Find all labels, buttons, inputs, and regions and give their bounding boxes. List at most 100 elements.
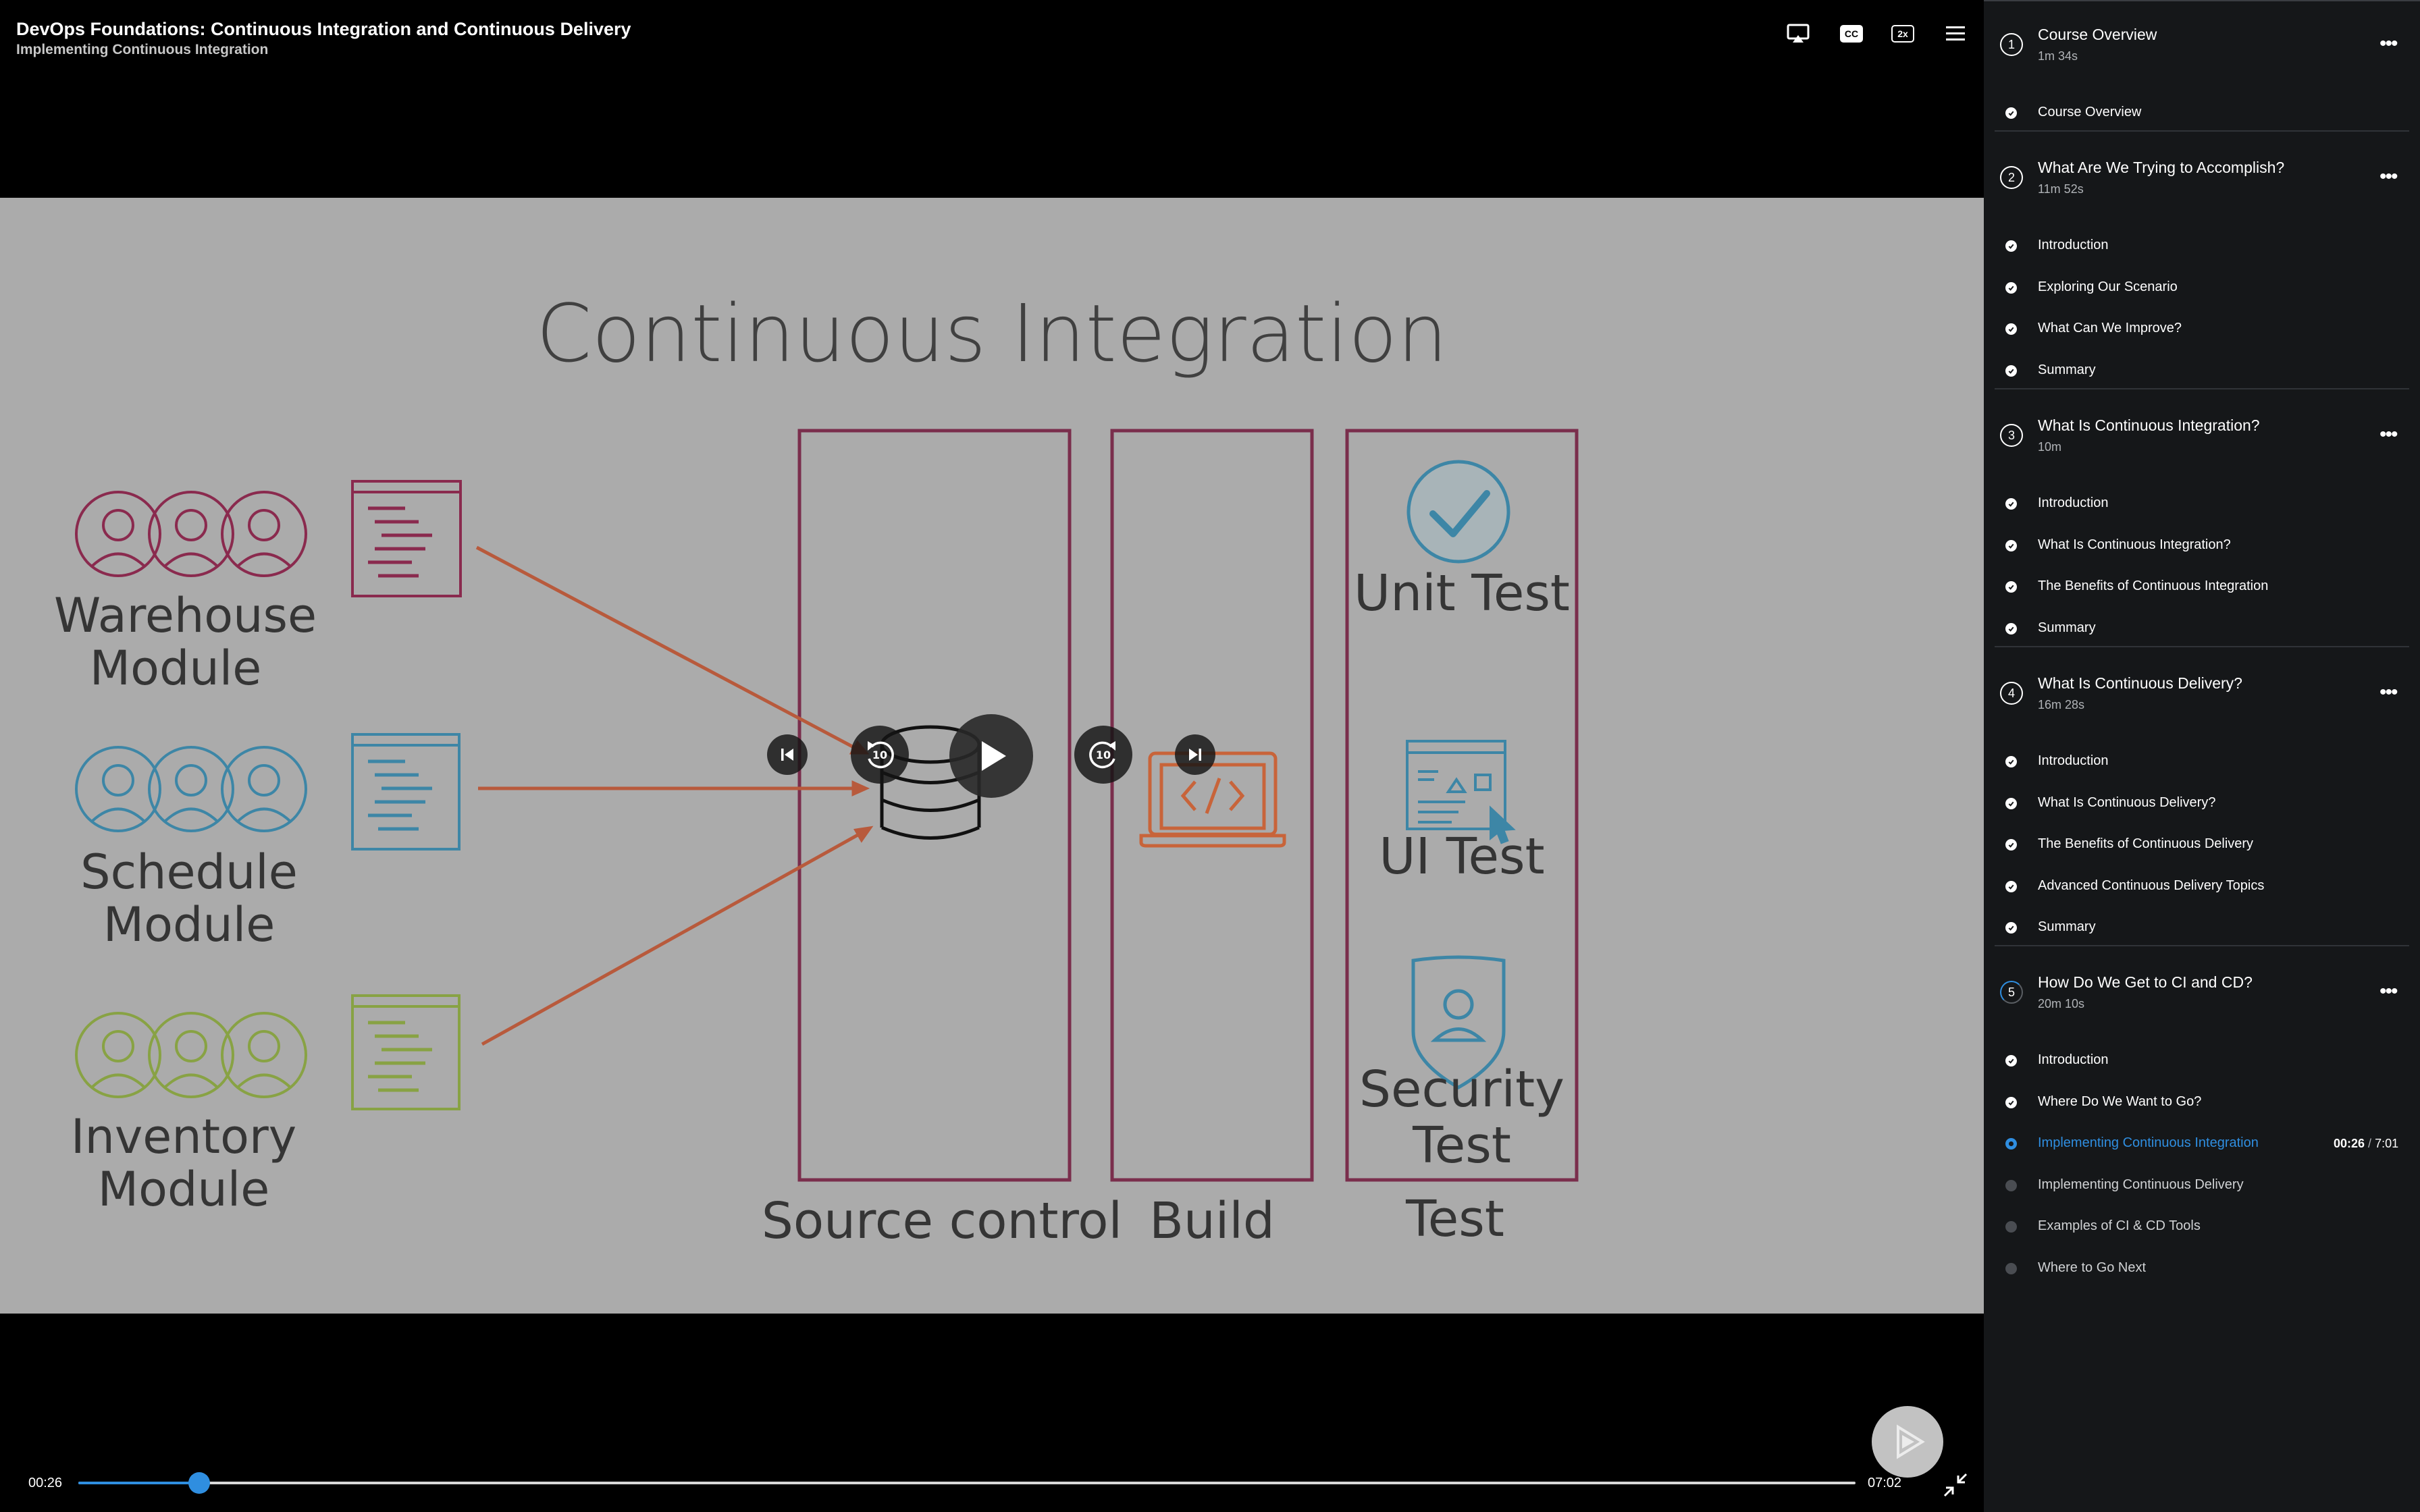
unit-test-label: Unit Test [1354, 564, 1570, 622]
module-more-options-icon[interactable]: ••• [2379, 32, 2398, 55]
slide-diagram [75, 429, 1579, 1182]
clip-title: Introduction [2038, 238, 2109, 252]
seek-bar-thumb[interactable] [188, 1472, 210, 1494]
clip-item[interactable]: Introduction [1984, 1046, 2420, 1073]
completed-check-icon [2005, 498, 2017, 510]
clip-item[interactable]: Introduction [1984, 747, 2420, 774]
seek-bar[interactable] [78, 1472, 1856, 1494]
completed-check-icon [2005, 797, 2017, 809]
completed-check-icon [2005, 756, 2017, 767]
completed-check-icon [2005, 240, 2017, 252]
module-number-badge: 1 [2000, 33, 2023, 56]
play-button[interactable] [949, 714, 1033, 798]
clip-item[interactable]: What Can We Improve? [1984, 315, 2420, 342]
clip-title: The Benefits of Continuous Delivery [2038, 836, 2254, 851]
test-label: Test [1406, 1190, 1504, 1248]
menu-icon[interactable] [1941, 19, 1970, 49]
module-more-options-icon[interactable]: ••• [2379, 423, 2398, 446]
arrows [475, 545, 874, 1046]
clip-item[interactable]: Implementing Continuous Integration 00:26… [1984, 1129, 2420, 1156]
clip-item[interactable]: Examples of CI & CD Tools [1984, 1212, 2420, 1239]
clip-item[interactable]: What Is Continuous Integration? [1984, 531, 2420, 558]
clip-title: Summary [2038, 620, 2096, 635]
clip-item[interactable]: Exploring Our Scenario [1984, 273, 2420, 300]
completed-check-icon [2005, 364, 2017, 377]
clip-title: Where Do We Want to Go? [2038, 1094, 2202, 1109]
module-title: Course Overview [2038, 26, 2157, 43]
warehouse-team-icon [75, 491, 307, 577]
ui-test-label: UI Test [1379, 828, 1545, 886]
skip-next-icon [1189, 749, 1201, 761]
module-title: What Is Continuous Integration? [2038, 416, 2260, 434]
clip-title: The Benefits of Continuous Integration [2038, 578, 2269, 593]
forward-10-button[interactable]: 10 [1074, 726, 1132, 784]
slide-title: Continuous Integration [535, 287, 1448, 380]
clip-item[interactable]: Where to Go Next [1984, 1254, 2420, 1281]
schedule-team-icon [75, 746, 307, 832]
svg-text:10: 10 [872, 749, 887, 761]
laptop-code-icon [1139, 751, 1286, 848]
build-frame [1110, 429, 1314, 1182]
previous-clip-button[interactable] [767, 734, 808, 775]
rewind-10-button[interactable]: 10 [851, 726, 909, 784]
module-divider [1995, 945, 2409, 946]
exit-fullscreen-icon[interactable] [1942, 1472, 1969, 1498]
schedule-code-icon [351, 733, 461, 850]
module-duration: 10m [2038, 440, 2062, 454]
clip-item[interactable]: Summary [1984, 614, 2420, 641]
clip-item[interactable]: The Benefits of Continuous Delivery [1984, 830, 2420, 857]
module-divider [1995, 388, 2409, 389]
clip-progress-time: 00:26 / 7:01 [2334, 1137, 2399, 1150]
module-duration: 16m 28s [2038, 698, 2085, 711]
airplay-icon[interactable] [1783, 19, 1813, 49]
security-shield-icon [1411, 955, 1506, 1089]
unwatched-clip-icon [2005, 1221, 2017, 1233]
completed-check-icon [2005, 880, 2017, 892]
clip-item[interactable]: Introduction [1984, 489, 2420, 516]
closed-captions-icon[interactable]: CC [1840, 25, 1863, 43]
clip-title: Implementing Continuous Delivery [2038, 1177, 2244, 1192]
clip-item[interactable]: Introduction [1984, 232, 2420, 259]
completed-check-icon [2005, 922, 2017, 934]
clip-title: Introduction [2038, 1052, 2109, 1067]
fast-forward-icon: 10 [1089, 741, 1115, 769]
clip-title: Implementing Continuous Integration [2038, 1135, 2259, 1150]
module-more-options-icon[interactable]: ••• [2379, 681, 2398, 703]
completed-check-icon [2005, 539, 2017, 551]
clip-item[interactable]: Course Overview [1984, 99, 2420, 126]
module-duration: 1m 34s [2038, 49, 2078, 63]
module-title: How Do We Get to CI and CD? [2038, 973, 2253, 991]
module-more-options-icon[interactable]: ••• [2379, 165, 2398, 188]
completed-check-icon [2005, 839, 2017, 850]
module-title: What Are We Trying to Accomplish? [2038, 159, 2285, 176]
clip-title: Summary [2038, 362, 2096, 377]
video-player[interactable]: DevOps Foundations: Continuous Integrati… [0, 0, 1984, 1512]
current-clip-indicator-icon [2005, 1138, 2017, 1150]
module-more-options-icon[interactable]: ••• [2379, 980, 2398, 1002]
clip-item[interactable]: Where Do We Want to Go? [1984, 1088, 2420, 1115]
clip-item[interactable]: Advanced Continuous Delivery Topics [1984, 872, 2420, 899]
clip-item[interactable]: Implementing Continuous Delivery [1984, 1171, 2420, 1198]
next-clip-button[interactable] [1175, 734, 1215, 775]
playback-speed-icon[interactable]: 2x [1891, 25, 1914, 43]
source-control-label: Source control [761, 1192, 1123, 1250]
completed-check-icon [2005, 107, 2017, 119]
skip-previous-icon [781, 749, 793, 761]
unwatched-clip-icon [2005, 1179, 2017, 1191]
module-number-badge: 5 [2000, 981, 2023, 1004]
clip-title: Introduction [2038, 495, 2109, 510]
build-label: Build [1149, 1192, 1275, 1250]
clip-title: Examples of CI & CD Tools [2038, 1218, 2201, 1233]
module-number-badge: 3 [2000, 424, 2023, 447]
unit-test-check-icon [1406, 460, 1510, 564]
clip-item[interactable]: The Benefits of Continuous Integration [1984, 572, 2420, 599]
test-frame [1345, 429, 1579, 1182]
clip-item[interactable]: Summary [1984, 913, 2420, 940]
clip-item[interactable]: What Is Continuous Delivery? [1984, 789, 2420, 816]
clip-title: What Is Continuous Integration? [2038, 537, 2231, 552]
clip-item[interactable]: Summary [1984, 356, 2420, 383]
